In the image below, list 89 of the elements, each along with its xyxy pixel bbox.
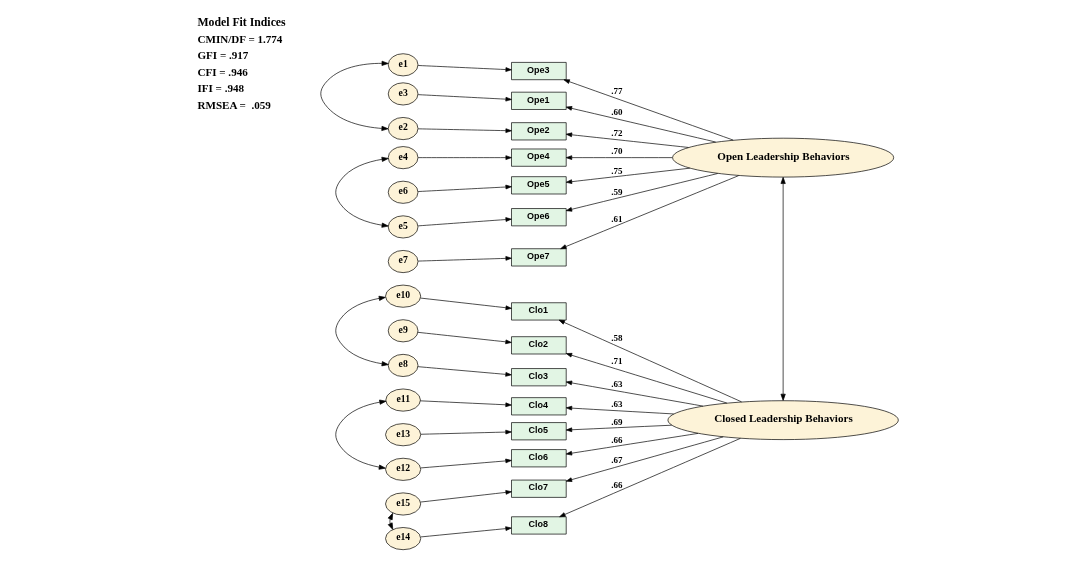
arrow	[417, 184, 512, 192]
label: Model Fit Indices	[197, 15, 286, 29]
arrow	[565, 167, 691, 184]
label: CFI = .946	[197, 65, 248, 78]
arrow	[417, 94, 512, 102]
node-ellipse: e9	[387, 319, 419, 343]
node-ellipse: e5	[387, 215, 419, 239]
node-box: Ope6	[511, 208, 567, 227]
node-ellipse: Closed Leadership Behaviors	[667, 400, 899, 440]
arrow	[335, 295, 389, 367]
arrow	[335, 399, 387, 470]
node-box: Clo7	[511, 479, 567, 498]
edge-label: .75	[611, 165, 623, 176]
arrow	[559, 438, 741, 518]
arrow	[417, 65, 512, 72]
node-box: Ope5	[511, 176, 567, 195]
node-ellipse: e10	[385, 284, 422, 308]
node-ellipse: e15	[385, 492, 422, 516]
arrow	[417, 366, 512, 377]
arrow	[560, 175, 739, 250]
node-ellipse: e3	[387, 82, 419, 106]
node-box: Clo3	[511, 368, 567, 387]
arrow	[565, 173, 719, 212]
node-box: Ope2	[511, 122, 567, 141]
node-ellipse: Open Leadership Behaviors	[672, 137, 895, 178]
node-box: Ope7	[511, 248, 567, 267]
edge-label: .71	[611, 356, 623, 367]
edge-label: .61	[611, 214, 623, 225]
arrow	[420, 297, 512, 310]
label: IFI = .948	[197, 82, 245, 95]
arrow	[420, 526, 512, 538]
edge-label: .59	[611, 187, 623, 198]
node-box: Clo4	[511, 397, 567, 416]
arrow	[420, 458, 512, 469]
arrow	[417, 331, 512, 345]
arrow	[565, 353, 728, 404]
arrow	[320, 60, 389, 131]
edge-label: .72	[611, 128, 623, 139]
node-box: Clo2	[511, 336, 567, 355]
node-ellipse: e8	[387, 354, 419, 377]
arrow	[417, 128, 512, 133]
arrow	[565, 405, 674, 415]
edge-label: .60	[611, 106, 623, 117]
node-box: Clo5	[511, 422, 567, 441]
edge-label: .63	[611, 399, 623, 410]
arrow	[419, 400, 512, 408]
node-box: Clo1	[511, 302, 567, 321]
node-ellipse: e4	[387, 146, 419, 170]
arrow	[387, 512, 394, 530]
node-ellipse: e13	[385, 423, 422, 447]
node-ellipse: e11	[385, 388, 421, 412]
arrow	[417, 155, 512, 160]
edge-label: .58	[611, 332, 623, 343]
edge-label: .67	[611, 455, 623, 466]
node-box: Clo8	[511, 516, 567, 535]
arrow	[565, 380, 704, 407]
node-ellipse: e1	[387, 53, 419, 77]
edge-label: .69	[611, 416, 623, 427]
node-ellipse: e6	[387, 180, 419, 204]
arrow	[335, 156, 389, 228]
arrow	[420, 429, 512, 435]
arrow	[417, 217, 512, 227]
node-box: Ope3	[511, 62, 567, 81]
edge-label: .63	[611, 379, 623, 390]
arrow	[565, 433, 699, 456]
label: RMSEA = .059	[197, 99, 271, 112]
node-ellipse: e2	[387, 117, 419, 140]
arrow	[563, 79, 734, 141]
arrow	[780, 176, 786, 401]
arrow	[558, 319, 742, 403]
label: GFI = .917	[197, 49, 249, 62]
node-ellipse: e7	[387, 250, 419, 273]
arrow	[417, 256, 512, 262]
node-ellipse: e14	[385, 527, 422, 551]
edge-label: .66	[611, 479, 623, 490]
arrow	[565, 106, 716, 143]
node-box: Ope4	[511, 148, 567, 167]
arrow	[565, 155, 673, 160]
node-box: Clo6	[511, 449, 567, 468]
edge-label: .77	[611, 85, 623, 96]
arrow	[420, 490, 512, 503]
edge-label: .66	[611, 435, 623, 446]
arrow	[565, 132, 689, 148]
edge-label: .70	[611, 146, 623, 157]
arrow	[565, 424, 673, 433]
node-box: Ope1	[511, 91, 567, 110]
arrow	[565, 436, 724, 482]
label: CMIN/DF = 1.774	[197, 32, 283, 45]
node-ellipse: e12	[385, 457, 422, 481]
